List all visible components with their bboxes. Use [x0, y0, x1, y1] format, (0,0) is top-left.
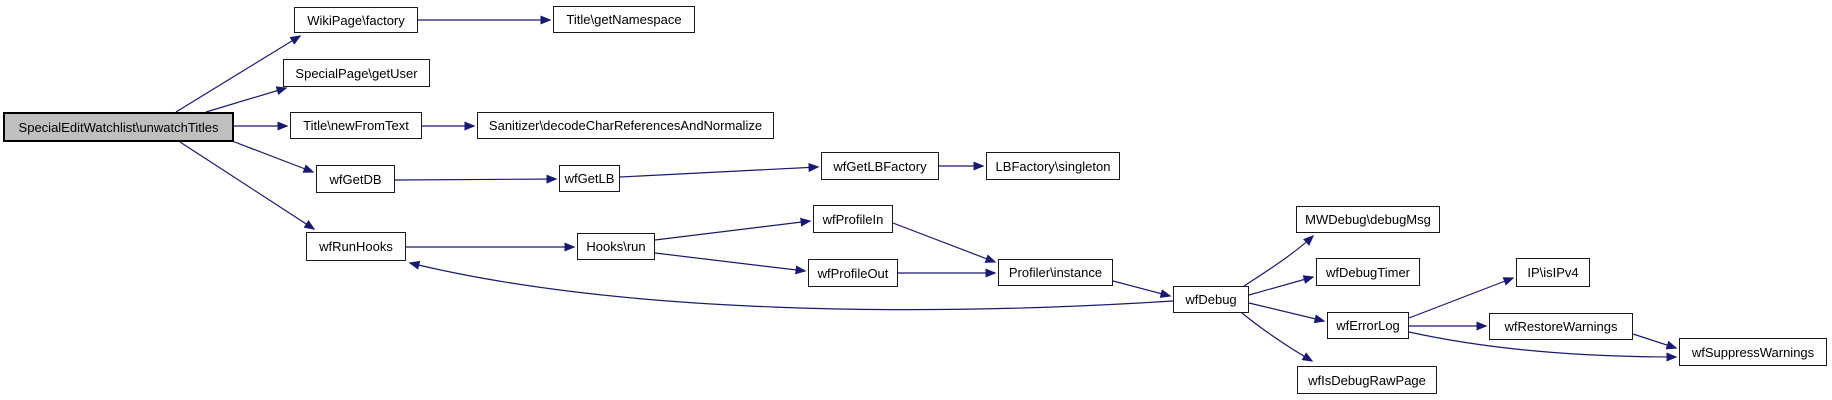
- edge-wfProfileIn-Profiler-instance: [892, 222, 997, 263]
- graph-node-label: SpecialEditWatchlist\unwatchTitles: [18, 119, 219, 135]
- graph-node-label: LBFactory\singleton: [995, 158, 1111, 174]
- graph-node-wfErrorLog[interactable]: wfErrorLog: [1327, 312, 1409, 339]
- edge-Hooks-run-wfProfileOut: [654, 252, 807, 275]
- graph-node-label: wfDebug: [1185, 292, 1237, 307]
- graph-node-wfGetLB[interactable]: wfGetLB: [559, 165, 620, 192]
- edge-unwatchTitles-wfGetDB: [231, 140, 315, 173]
- graph-node-Title-getNamespace[interactable]: Title\getNamespace: [553, 6, 695, 33]
- edge-Hooks-run-wfProfileIn: [654, 217, 812, 241]
- graph-node-Profiler-instance[interactable]: Profiler\instance: [998, 259, 1113, 286]
- graph-node-wfRunHooks[interactable]: wfRunHooks: [306, 232, 406, 261]
- graph-node-label: wfSuppressWarnings: [1691, 344, 1815, 360]
- graph-node-label: wfRunHooks: [319, 239, 393, 254]
- graph-node-unwatchTitles: SpecialEditWatchlist\unwatchTitles: [3, 112, 234, 142]
- edge-wfRestoreWarnings-wfSuppressWarnings: [1632, 333, 1678, 350]
- graph-node-label: Sanitizer\decodeCharReferencesAndNormali…: [488, 118, 763, 133]
- edge-wfDebug-wfErrorLog: [1248, 302, 1326, 324]
- graph-node-label: SpecialPage\getUser: [295, 65, 418, 81]
- edges-group: [175, 15, 1678, 362]
- graph-node-label: wfRestoreWarnings: [1504, 319, 1618, 334]
- graph-node-wfDebug[interactable]: wfDebug: [1173, 286, 1249, 313]
- graph-node-wfDebugTimer[interactable]: wfDebugTimer: [1316, 258, 1420, 286]
- graph-node-SpecialPage-getUser[interactable]: SpecialPage\getUser: [283, 59, 430, 87]
- graph-node-LBFactory-singleton[interactable]: LBFactory\singleton: [986, 152, 1120, 180]
- graph-node-Hooks-run[interactable]: Hooks\run: [577, 233, 655, 260]
- graph-node-label: Hooks\run: [586, 239, 646, 254]
- graph-node-MWDebug-debugMsg[interactable]: MWDebug\debugMsg: [1296, 206, 1440, 233]
- graph-node-wfProfileOut[interactable]: wfProfileOut: [808, 259, 898, 287]
- graph-node-label: wfProfileIn: [822, 211, 884, 227]
- graph-node-label: Title\newFromText: [303, 118, 409, 133]
- edge-wfDebug-wfDebugTimer: [1248, 275, 1315, 296]
- graph-node-label: wfErrorLog: [1336, 318, 1400, 333]
- edge-wfErrorLog-wfSuppressWarnings: [1408, 331, 1678, 362]
- graph-node-label: wfProfileOut: [817, 265, 889, 281]
- edge-wfGetDB-wfGetLB: [394, 174, 558, 184]
- edge-unwatchTitles-wfRunHooks: [179, 141, 316, 230]
- graph-node-label: wfIsDebugRawPage: [1308, 372, 1426, 388]
- graph-node-wfRestoreWarnings[interactable]: wfRestoreWarnings: [1489, 313, 1633, 340]
- edge-wfGetLB-wfGetLBFactory: [619, 162, 820, 178]
- graph-node-Title-newFromText[interactable]: Title\newFromText: [290, 112, 422, 139]
- edge-wfDebug-wfIsDebugRawPage: [1241, 312, 1314, 362]
- graph-node-label: Title\getNamespace: [566, 12, 682, 27]
- graph-node-label: IP\isIPv4: [1527, 265, 1579, 280]
- graph-node-wfIsDebugRawPage[interactable]: wfIsDebugRawPage: [1297, 366, 1437, 394]
- graph-node-wfGetLBFactory[interactable]: wfGetLBFactory: [821, 152, 939, 180]
- graph-node-label: wfDebugTimer: [1325, 264, 1411, 280]
- graph-node-label: wfGetLBFactory: [833, 158, 927, 174]
- graph-node-WikiPage-factory[interactable]: WikiPage\factory: [294, 7, 418, 33]
- edge-wfErrorLog-IP-isIPv4: [1408, 277, 1515, 319]
- graph-node-wfGetDB[interactable]: wfGetDB: [316, 165, 395, 193]
- edge-unwatchTitles-WikiPage-factory: [175, 35, 302, 113]
- graph-node-label: WikiPage\factory: [307, 12, 405, 28]
- graph-node-label: Profiler\instance: [1008, 265, 1103, 280]
- edge-unwatchTitles-SpecialPage-getUser: [205, 86, 288, 113]
- graph-node-wfProfileIn[interactable]: wfProfileIn: [813, 205, 893, 233]
- graph-node-IP-isIPv4[interactable]: IP\isIPv4: [1516, 258, 1590, 287]
- graph-node-label: MWDebug\debugMsg: [1305, 212, 1431, 227]
- graph-node-wfSuppressWarnings[interactable]: wfSuppressWarnings: [1679, 338, 1827, 366]
- graph-node-Sanitizer-decode[interactable]: Sanitizer\decodeCharReferencesAndNormali…: [477, 112, 774, 139]
- edge-wfDebug-wfRunHooks: [408, 260, 1174, 311]
- graph-node-label: wfGetLB: [564, 171, 615, 186]
- graph-node-label: wfGetDB: [329, 171, 382, 187]
- edge-Profiler-instance-wfDebug: [1112, 280, 1172, 298]
- edge-wfDebug-MWDebug-debugMsg: [1243, 234, 1315, 287]
